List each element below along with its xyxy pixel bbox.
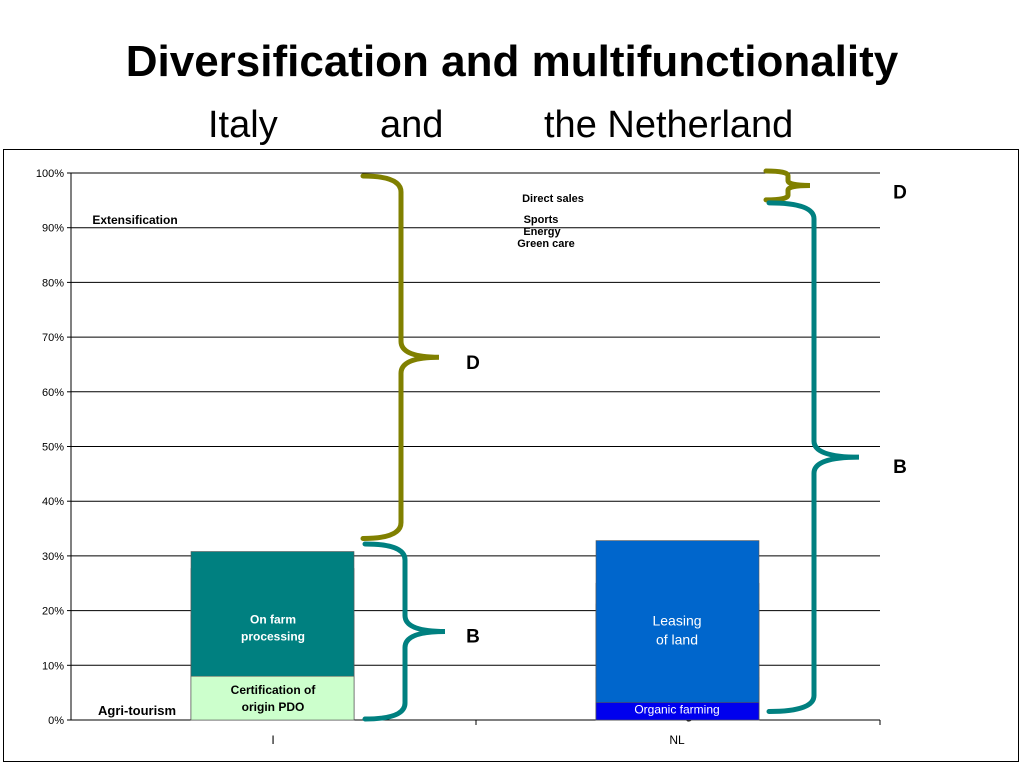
chart-border bbox=[3, 149, 1019, 762]
y-tick-label: 80% bbox=[42, 277, 64, 289]
y-tick-label: 60% bbox=[42, 387, 64, 399]
outside-label-nl: Energy bbox=[523, 226, 561, 238]
y-tick-label: 90% bbox=[42, 223, 64, 235]
outside-label-i: Agri-tourism bbox=[98, 703, 176, 718]
outside-label-nl: Sports bbox=[524, 214, 559, 226]
outside-label-nl: Direct sales bbox=[522, 193, 584, 205]
bar-segment-nl-3 bbox=[595, 540, 760, 721]
stacked-bar-chart: 0%10%20%30%40%50%60%70%80%90%100%Renting… bbox=[3, 149, 1019, 762]
y-tick-label: 0% bbox=[48, 715, 64, 727]
brace-i-d bbox=[360, 173, 440, 541]
slide-title: Diversification and multifunctionality bbox=[125, 37, 899, 86]
y-tick-label: 100% bbox=[36, 168, 64, 180]
y-tick-label: 30% bbox=[42, 551, 64, 563]
y-tick-label: 10% bbox=[42, 660, 64, 672]
outside-label-i: Extensification bbox=[92, 213, 177, 227]
bar-segment-nl-11 bbox=[595, 702, 760, 721]
bar-segment-i-11 bbox=[190, 675, 355, 721]
y-tick-label: 40% bbox=[42, 496, 64, 508]
outside-label-nl: Green care bbox=[517, 238, 574, 250]
annotation-label-nl: D bbox=[893, 182, 907, 203]
subtitle-netherland: the Netherland bbox=[544, 104, 794, 146]
y-tick-label: 20% bbox=[42, 606, 64, 618]
y-tick-label: 50% bbox=[42, 442, 64, 454]
subtitle-and: and bbox=[380, 104, 444, 146]
y-tick-label: 70% bbox=[42, 332, 64, 344]
annotation-label-i: B bbox=[466, 626, 480, 647]
x-tick-label: NL bbox=[669, 733, 685, 747]
x-tick-label: I bbox=[271, 733, 274, 747]
brace-i-b bbox=[362, 541, 446, 722]
brace-nl-d bbox=[763, 168, 811, 203]
annotation-label-i: D bbox=[466, 353, 480, 374]
subtitle-italy: Italy bbox=[208, 104, 278, 146]
brace-nl-b bbox=[766, 200, 860, 715]
data-label-nl-11: Organic farming bbox=[634, 702, 719, 716]
chart-frame: 0%10%20%30%40%50%60%70%80%90%100%Renting… bbox=[3, 149, 1019, 762]
annotation-label-nl: B bbox=[893, 457, 907, 478]
